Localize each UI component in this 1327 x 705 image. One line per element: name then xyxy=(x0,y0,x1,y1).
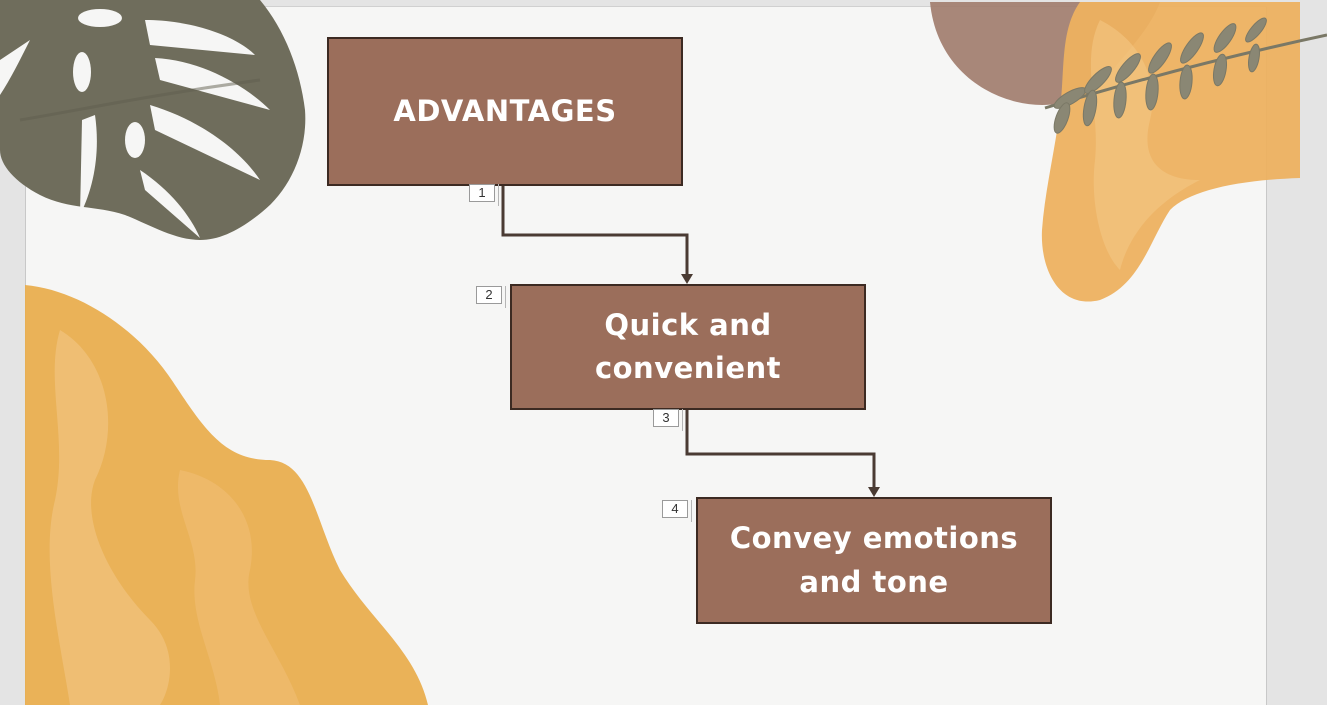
quick-convenient-label: Quick and convenient xyxy=(594,307,782,386)
arrowhead-icon xyxy=(681,274,693,284)
watercolor-wash xyxy=(49,330,170,705)
quick-convenient-box[interactable]: Quick and convenient xyxy=(510,284,866,410)
animation-order-marker-1[interactable]: 1 xyxy=(469,184,499,206)
convey-emotions-box[interactable]: Convey emotions and tone xyxy=(696,497,1052,624)
animation-order-marker-3[interactable]: 3 xyxy=(653,409,683,431)
advantages-label: ADVANTAGES xyxy=(393,93,617,128)
animation-order-marker-4[interactable]: 4 xyxy=(662,500,692,522)
convey-emotions-label: Convey emotions and tone xyxy=(729,521,1019,599)
connector-1-2 xyxy=(501,186,689,278)
connector-2-3 xyxy=(685,410,876,491)
advantages-box[interactable]: ADVANTAGES xyxy=(327,37,683,186)
connectors xyxy=(501,186,876,491)
animation-order-marker-2[interactable]: 2 xyxy=(476,286,506,308)
arrowhead-icon xyxy=(868,487,880,497)
monstera-leaf xyxy=(0,0,306,240)
fern-branch xyxy=(1044,17,1327,134)
watercolor-wash xyxy=(177,470,300,705)
